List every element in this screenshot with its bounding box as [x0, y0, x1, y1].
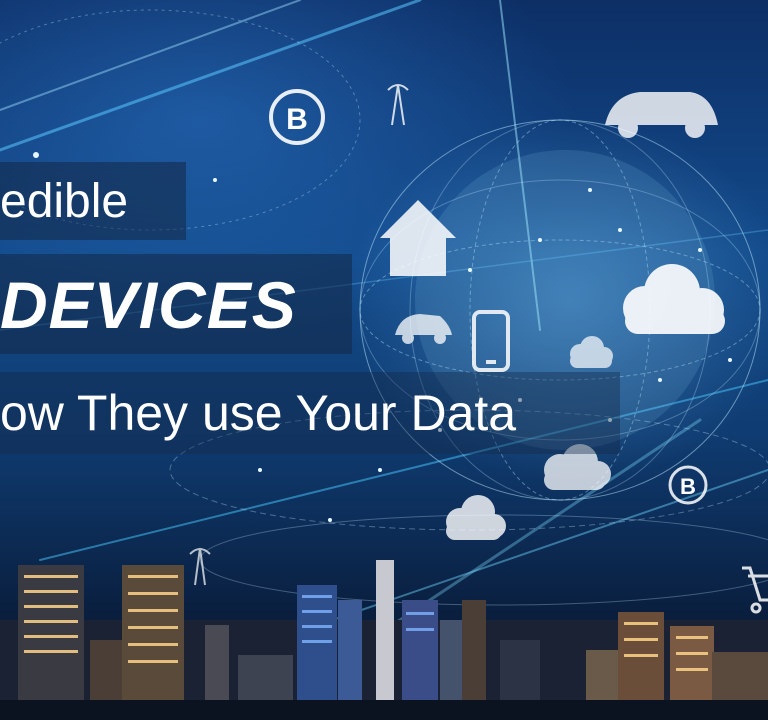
car-icon [605, 92, 718, 138]
svg-text:B: B [680, 474, 696, 499]
bitcoin-icon: B [668, 465, 708, 505]
svg-text:B: B [286, 103, 308, 136]
data-particles [33, 152, 732, 522]
wifi-tower-icon [387, 84, 409, 126]
headline-band-1 [0, 162, 186, 240]
headline-line-2: DEVICES [0, 268, 297, 342]
cloud-icon [623, 264, 725, 334]
smartphone-icon [472, 310, 510, 372]
bitcoin-icon: B [269, 89, 325, 145]
cloud-icon [446, 495, 506, 540]
headline-band-2 [0, 254, 352, 354]
wifi-tower-icon [189, 547, 211, 586]
home-icon [380, 200, 456, 276]
car-icon [395, 314, 452, 344]
headline-line-1: edible [0, 175, 129, 228]
headline-line-3: ow They use Your Data [0, 385, 517, 441]
cloud-icon [544, 444, 611, 490]
headline-band-3 [0, 372, 620, 454]
cloud-icon [570, 336, 613, 368]
city-skyline [0, 560, 768, 720]
globe-glow [415, 150, 715, 450]
shopping-cart-icon [742, 566, 768, 614]
